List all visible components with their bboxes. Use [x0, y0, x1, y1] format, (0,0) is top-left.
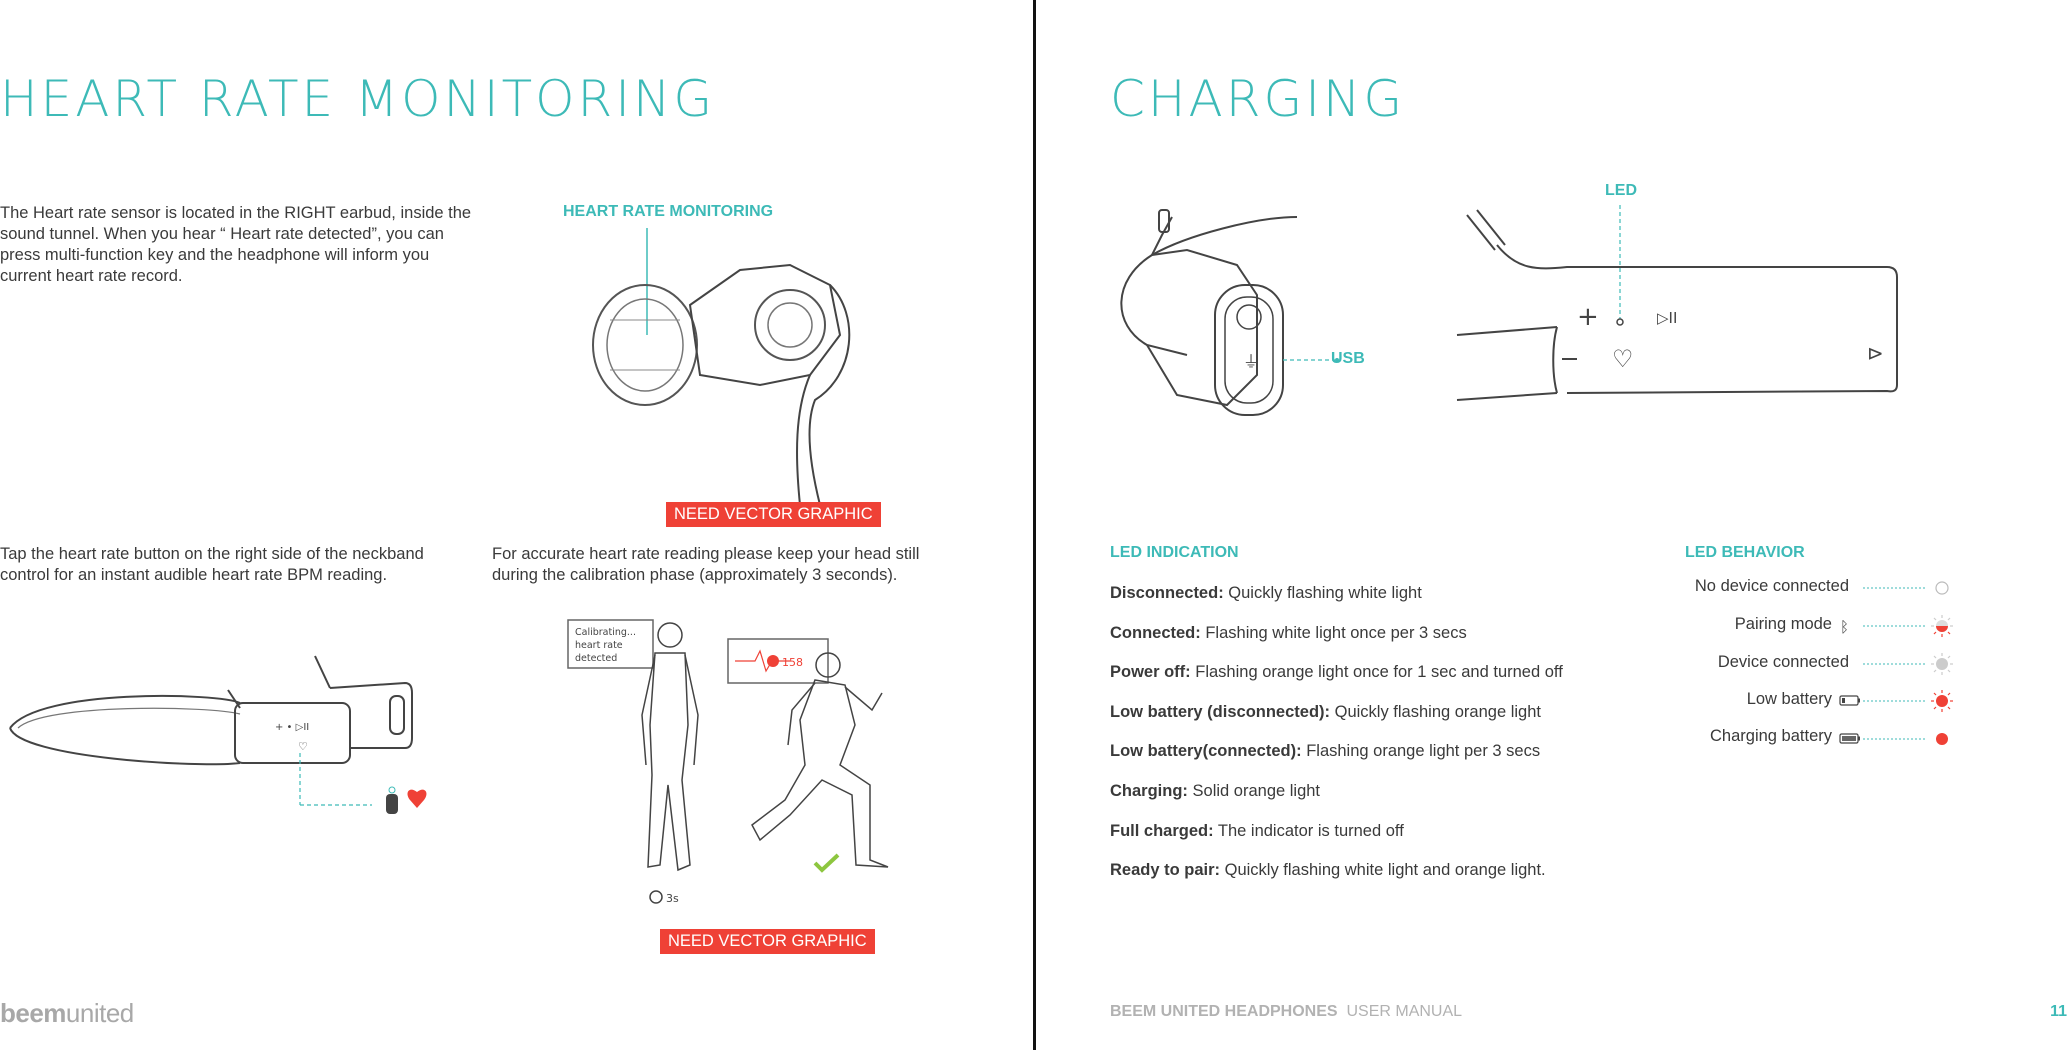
led-indication-item: Full charged: The indicator is turned of… — [1110, 821, 1404, 840]
page-title: CHARGING — [1110, 70, 1406, 128]
calibration-runner-illustration: Calibrating... heart rate detected 158 3… — [567, 619, 889, 905]
svg-text:▷II: ▷II — [1657, 309, 1677, 327]
accuracy-instruction-paragraph: For accurate heart rate reading please k… — [492, 545, 920, 584]
led-indication-item: Ready to pair: Quickly flashing white li… — [1110, 861, 1546, 880]
svg-text:+ • ▷II: + • ▷II — [275, 722, 309, 733]
need-vector-badge-bottom: NEED VECTOR GRAPHIC — [660, 929, 875, 954]
calibration-bubble-line-1: Calibrating... — [575, 627, 636, 638]
behavior-label-pairing: Pairing mode — [1734, 615, 1832, 633]
led-indication-item: Disconnected: Quickly flashing white lig… — [1110, 584, 1422, 602]
svg-text:⊳: ⊳ — [1867, 341, 1884, 365]
svg-text:♡: ♡ — [1612, 345, 1634, 373]
svg-text:♡: ♡ — [298, 740, 308, 753]
timer-label: 3s — [666, 892, 679, 905]
page-title: HEART RATE MONITORING — [0, 70, 716, 128]
behavior-label-device-connected: Device connected — [1717, 653, 1849, 671]
behavior-label-charging: Charging battery — [1710, 727, 1832, 745]
led-control-illustration: + ▷II ♡ ⊳ — [1456, 205, 1898, 401]
usb-label: USB — [1331, 350, 1365, 367]
right-page: CHARGING ⏚ USB LED + ▷II ♡ ⊳ LED INDICAT… — [1037, 0, 2067, 1050]
behavior-label-no-device: No device connected — [1694, 577, 1849, 595]
led-grey-flash-icon — [1931, 653, 1953, 675]
led-off-circle-icon — [1935, 581, 1949, 595]
calibration-bubble-line-2: heart rate — [575, 640, 623, 651]
usb-port-illustration: ⏚ — [1120, 209, 1339, 416]
figure-label-heart-rate: HEART RATE MONITORING — [563, 203, 774, 220]
led-indication-item: Low battery(connected): Flashing orange … — [1110, 742, 1541, 761]
led-red-solid-icon — [1936, 733, 1948, 745]
neckband-illustration: + • ▷II ♡ — [9, 655, 427, 814]
led-indication-item: Low battery (disconnected): Quickly flas… — [1110, 702, 1541, 721]
bpm-value: 158 — [782, 656, 803, 669]
calibration-bubble-line-3: detected — [575, 653, 617, 664]
led-indication-item: Power off: Flashing orange light once fo… — [1110, 663, 1563, 682]
page-spine-divider — [1033, 0, 1036, 1050]
footer-manual-title: BEEM UNITED HEADPHONES USER MANUAL — [1110, 1003, 1463, 1020]
page-number: 11 — [2050, 1003, 2067, 1020]
need-vector-badge-top: NEED VECTOR GRAPHIC — [666, 502, 881, 527]
behavior-label-low-battery: Low battery — [1746, 690, 1832, 708]
svg-text:+: + — [1577, 302, 1599, 332]
led-behavior-heading: LED BEHAVIOR — [1685, 544, 1805, 561]
earbud-sensor-illustration — [592, 228, 851, 506]
led-indication-heading: LED INDICATION — [1110, 544, 1239, 561]
led-label: LED — [1605, 182, 1637, 199]
battery-low-icon — [1839, 695, 1860, 706]
led-indication-item: Connected: Flashing white light once per… — [1110, 623, 1467, 642]
led-half-red-flash-icon — [1931, 615, 1953, 637]
led-indication-item: Charging: Solid orange light — [1110, 781, 1321, 800]
left-page: HEART RATE MONITORING The Heart rate sen… — [0, 0, 1033, 1050]
led-behavior-indicators: ᛒ — [1839, 581, 1953, 745]
led-indication-list: Disconnected: Quickly flashing white lig… — [1110, 583, 1670, 900]
intro-paragraph: The Heart rate sensor is located in the … — [0, 204, 472, 285]
svg-text:⏚: ⏚ — [1243, 352, 1259, 371]
brand-logo: beemunited — [0, 998, 134, 1028]
led-red-flash-icon — [1931, 690, 1953, 712]
tap-instruction-paragraph: Tap the heart rate button on the right s… — [0, 545, 424, 584]
bluetooth-icon: ᛒ — [1840, 618, 1849, 636]
battery-charging-icon — [1839, 733, 1860, 744]
